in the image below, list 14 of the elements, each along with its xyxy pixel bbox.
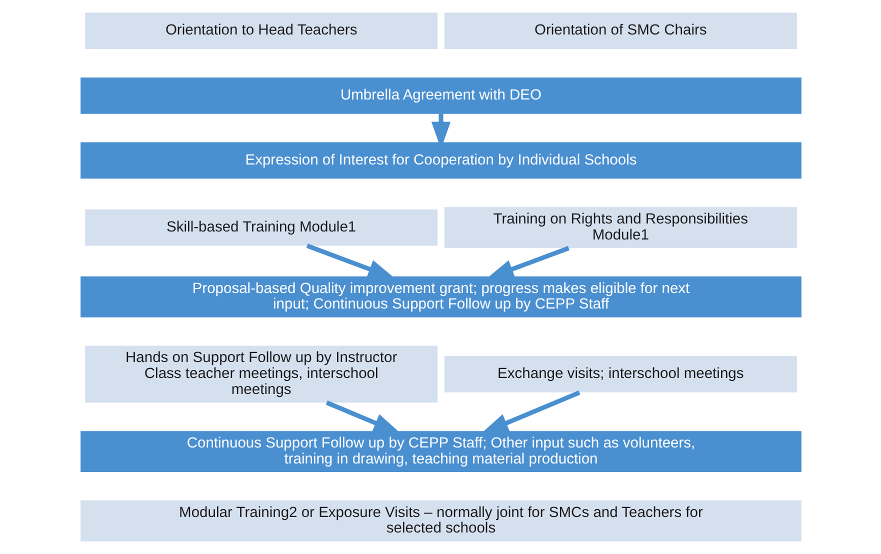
node-box: Skill-based Training Module1	[84, 209, 438, 246]
node-box: Proposal-based Quality improvement grant; progress makes eligible for next input; Continuous Support Follow up by CEPP Staff	[80, 276, 801, 318]
node-box: Continuous Support Follow up by CEPP Staff; Other input such as volunteers, training in drawing, teaching material production	[80, 431, 801, 472]
node-box: Hands on Support Follow up by Instructor Class teacher meetings, interschool meetings	[84, 346, 438, 403]
node-box: Modular Training2 or Exposure Visits – normally joint for SMCs and Teachers for selected schools	[80, 500, 801, 542]
node-box: Orientation to Head Teachers	[84, 12, 438, 50]
node-box: Training on Rights and Responsibilities Module1	[444, 207, 796, 248]
node-box: Exchange visits; interschool meetings	[444, 356, 796, 392]
node-box: Umbrella Agreement with DEO	[80, 77, 801, 114]
node-box: Orientation of SMC Chairs	[444, 12, 796, 50]
node-box: Expression of Interest for Cooperation by Individual Schools	[80, 142, 801, 179]
arrow	[480, 390, 580, 434]
arrow	[325, 400, 400, 434]
arrow	[306, 244, 395, 279]
